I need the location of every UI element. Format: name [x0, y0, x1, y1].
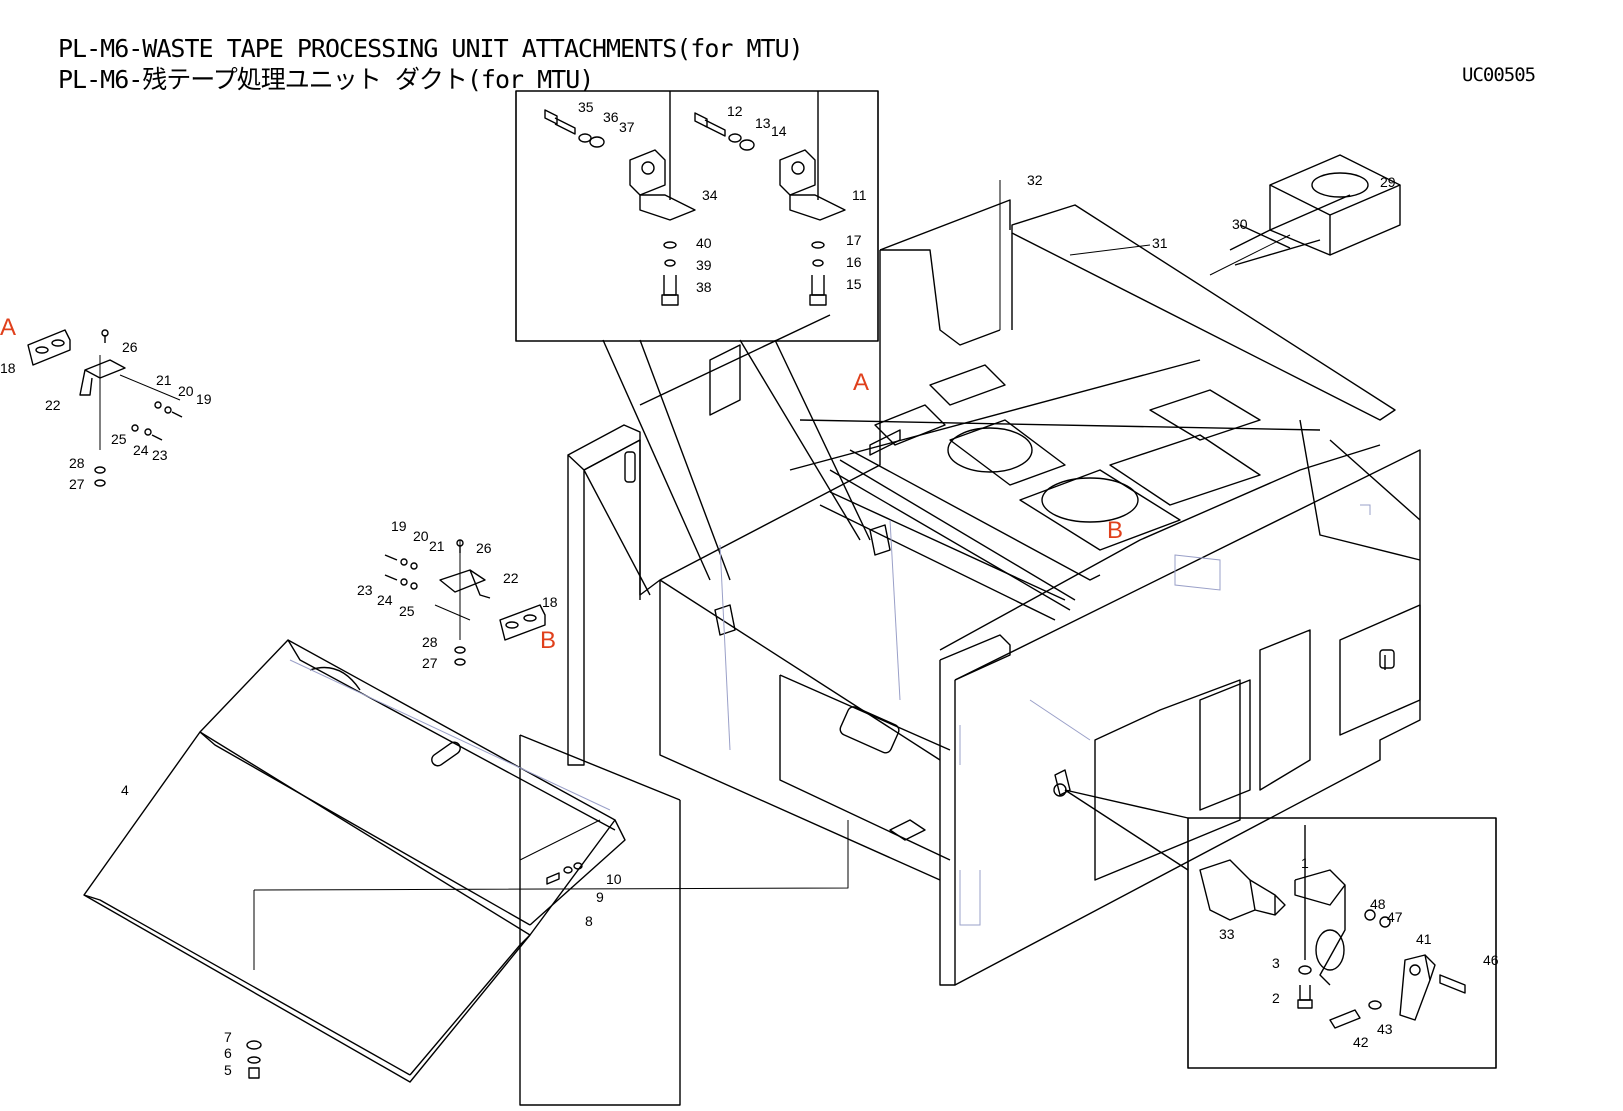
callout-21b: 21 — [429, 538, 445, 554]
duct-cover-4 — [84, 640, 625, 1082]
callout-28b: 28 — [422, 634, 438, 650]
callout-18: 18 — [0, 360, 16, 376]
callout-20b: 20 — [413, 528, 429, 544]
reference-a-left: A — [0, 314, 16, 341]
drawing-lines — [28, 91, 1496, 1105]
callout-24b: 24 — [377, 592, 393, 608]
main-frame — [568, 200, 1420, 985]
callout-4: 4 — [121, 782, 129, 798]
callout-46: 46 — [1483, 952, 1499, 968]
callout-12: 12 — [727, 103, 743, 119]
callout-28: 28 — [69, 455, 85, 471]
callout-48: 48 — [1370, 896, 1386, 912]
callout-41: 41 — [1416, 931, 1432, 947]
callout-15: 15 — [846, 276, 862, 292]
callout-36: 36 — [603, 109, 619, 125]
callout-42: 42 — [1353, 1034, 1369, 1050]
callout-10: 10 — [606, 871, 622, 887]
callout-23: 23 — [152, 447, 168, 463]
callout-13: 13 — [755, 115, 771, 131]
callout-47: 47 — [1387, 909, 1403, 925]
callout-11: 11 — [852, 187, 867, 203]
reference-a-frame: A — [853, 369, 869, 396]
callout-7: 7 — [224, 1029, 232, 1045]
callout-25: 25 — [111, 431, 127, 447]
callout-40: 40 — [696, 235, 712, 251]
duct-fasteners — [247, 863, 582, 1078]
callout-19: 19 — [196, 391, 212, 407]
callout-43: 43 — [1377, 1021, 1393, 1037]
callout-5: 5 — [224, 1062, 232, 1078]
callout-33: 33 — [1219, 926, 1235, 942]
callout-9: 9 — [596, 889, 604, 905]
reference-b-frame: B — [1107, 517, 1123, 544]
callout-21: 21 — [156, 372, 172, 388]
callout-38: 38 — [696, 279, 712, 295]
callout-17: 17 — [846, 232, 862, 248]
callout-26: 26 — [122, 339, 138, 355]
callout-2: 2 — [1272, 990, 1280, 1006]
callout-labels: 1 2 3 4 5 6 7 8 9 10 11 12 13 14 15 16 1… — [0, 99, 1499, 1078]
callout-6: 6 — [224, 1045, 232, 1061]
callout-27: 27 — [69, 476, 85, 492]
callout-1: 1 — [1301, 855, 1309, 871]
callout-23b: 23 — [357, 582, 373, 598]
callout-37: 37 — [619, 119, 635, 135]
callout-32: 32 — [1027, 172, 1043, 188]
callout-26b: 26 — [476, 540, 492, 556]
callout-3: 3 — [1272, 955, 1280, 971]
detail-window-bottom — [1054, 784, 1496, 1068]
callout-22b: 22 — [503, 570, 519, 586]
callout-25b: 25 — [399, 603, 415, 619]
reference-b-left: B — [540, 627, 556, 654]
callout-24: 24 — [133, 442, 149, 458]
callout-18b: 18 — [542, 594, 558, 610]
leader-lines — [100, 180, 1290, 970]
callout-27b: 27 — [422, 655, 438, 671]
callout-16: 16 — [846, 254, 862, 270]
hidden-lines — [290, 505, 1370, 925]
reference-letters: A A B B — [0, 314, 1123, 654]
callout-19b: 19 — [391, 518, 407, 534]
callout-14: 14 — [771, 123, 787, 139]
duct-29 — [1230, 155, 1400, 255]
callout-22: 22 — [45, 397, 61, 413]
callout-29: 29 — [1380, 174, 1396, 190]
callout-30: 30 — [1232, 216, 1248, 232]
callout-34: 34 — [702, 187, 718, 203]
callout-20: 20 — [178, 383, 194, 399]
callout-31: 31 — [1152, 235, 1168, 251]
callout-35: 35 — [578, 99, 594, 115]
callout-8: 8 — [585, 913, 593, 929]
callout-39: 39 — [696, 257, 712, 273]
